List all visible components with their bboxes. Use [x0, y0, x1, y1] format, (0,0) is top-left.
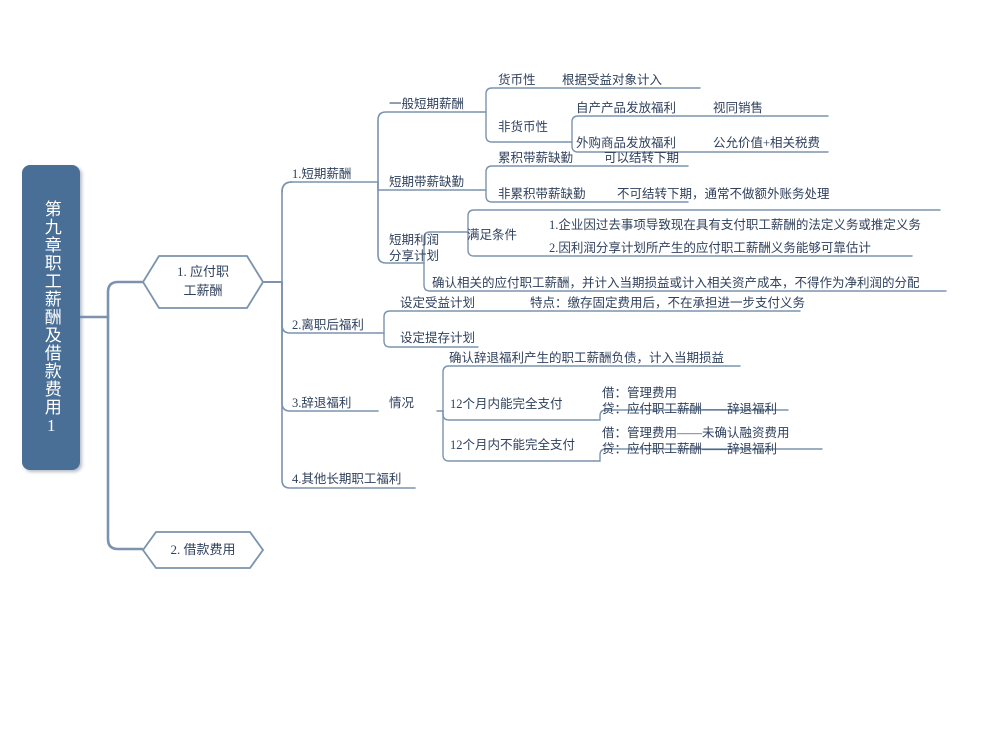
node-general-short-term[interactable]: 一般短期薪酬: [389, 97, 465, 111]
node-accumulating[interactable]: 累积带薪缺勤: [498, 151, 574, 165]
node-monetary[interactable]: 货币性: [498, 73, 536, 87]
node-non-accumulating[interactable]: 非累积带薪缺勤: [498, 187, 586, 201]
node-short-term[interactable]: 1.短期薪酬: [292, 167, 352, 181]
node-conditions[interactable]: 满足条件: [467, 228, 518, 242]
node-within-12-months-entry: 借：管理费用 贷：应付职工薪酬——辞退福利: [602, 386, 778, 416]
node-defined-benefit-detail: 特点：缴存固定费用后，不在承担进一步支付义务: [530, 296, 806, 310]
node-termination[interactable]: 3.辞退福利: [292, 396, 352, 410]
branch-node-2-label: 2. 借款费用: [170, 541, 236, 557]
node-condition-1: 1.企业因过去事项导致现在具有支付职工薪酬的法定义务或推定义务: [549, 218, 921, 232]
node-profit-sharing-treatment: 确认相关的应付职工薪酬，并计入当期损益或计入相关资产成本，不得作为净利润的分配: [432, 276, 920, 290]
node-termination-situation[interactable]: 情况: [389, 396, 415, 410]
node-accumulating-detail: 可以结转下期: [604, 151, 680, 165]
node-purchased[interactable]: 外购商品发放福利: [576, 136, 677, 150]
node-termination-recognition: 确认辞退福利产生的职工薪酬负债，计入当期损益: [449, 351, 725, 365]
node-paid-absence[interactable]: 短期带薪缺勤: [389, 175, 465, 189]
node-condition-2: 2.因利润分享计划所产生的应付职工薪酬义务能够可靠估计: [549, 241, 871, 255]
branch-node-1-label: 1. 应付职 工薪酬: [176, 264, 229, 298]
root-node-label: 第九章职工薪酬及借款费用1: [41, 199, 61, 436]
branch-node-1[interactable]: 1. 应付职 工薪酬: [141, 255, 265, 309]
node-self-produced-detail: 视同销售: [713, 101, 764, 115]
node-self-produced[interactable]: 自产产品发放福利: [576, 101, 677, 115]
node-other-long-term[interactable]: 4.其他长期职工福利: [292, 472, 402, 486]
node-defined-benefit[interactable]: 设定受益计划: [400, 296, 476, 310]
branch-node-2[interactable]: 2. 借款费用: [141, 531, 265, 569]
node-non-monetary[interactable]: 非货币性: [498, 120, 549, 134]
node-within-12-months[interactable]: 12个月内能完全支付: [450, 397, 563, 411]
node-profit-sharing[interactable]: 短期利润 分享计划: [389, 233, 440, 263]
root-node[interactable]: 第九章职工薪酬及借款费用1: [22, 165, 80, 470]
node-beyond-12-months-entry: 借：管理费用——未确认融资费用 贷：应付职工薪酬——辞退福利: [602, 426, 790, 456]
node-defined-contribution[interactable]: 设定提存计划: [400, 331, 476, 345]
node-beyond-12-months[interactable]: 12个月内不能完全支付: [450, 438, 576, 452]
node-non-accumulating-detail: 不可结转下期，通常不做额外账务处理: [617, 187, 830, 201]
node-monetary-detail: 根据受益对象计入: [562, 73, 663, 87]
node-post-employment[interactable]: 2.离职后福利: [292, 318, 364, 332]
node-purchased-detail: 公允价值+相关税费: [713, 136, 821, 150]
